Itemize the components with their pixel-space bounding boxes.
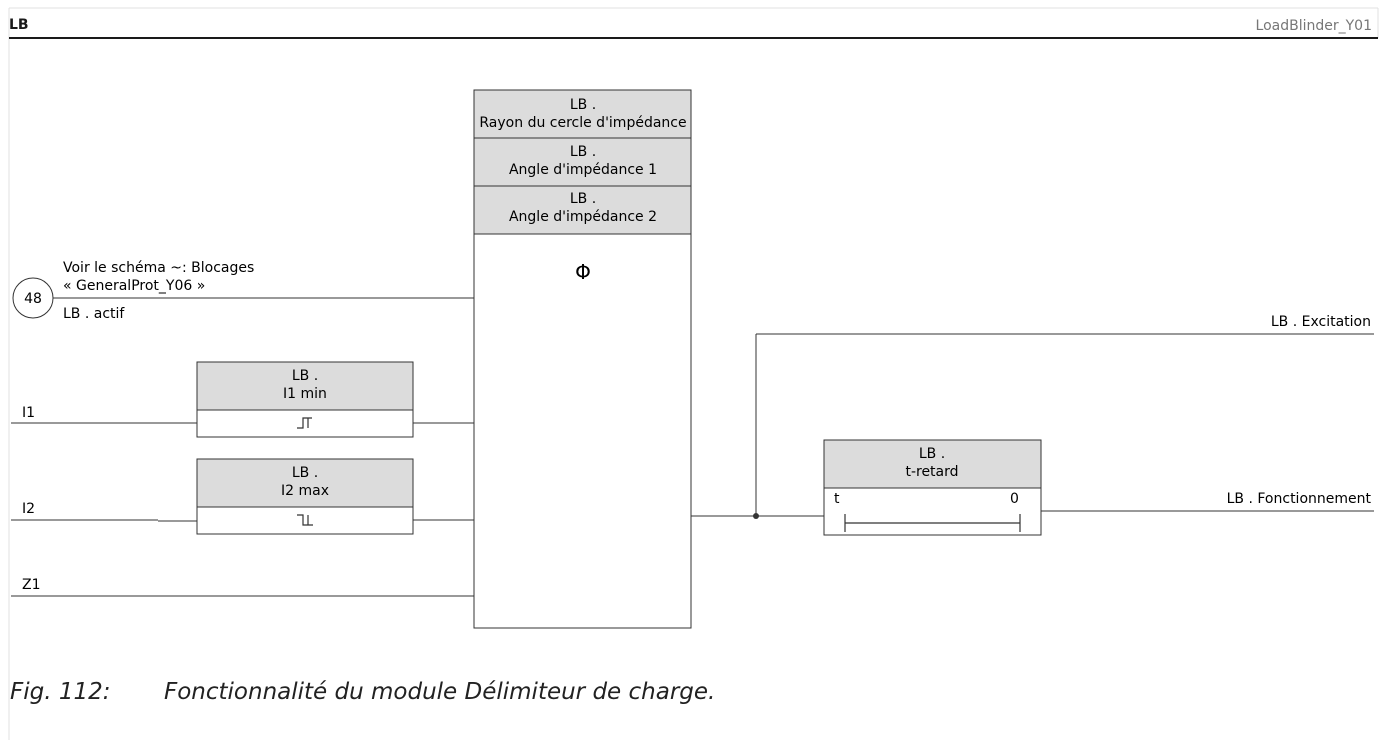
timer-line1: LB . [919, 446, 945, 462]
rising-threshold-icon [297, 417, 312, 429]
i1-min-param [196, 361, 414, 411]
timer-zero-label: 0 [1010, 491, 1019, 507]
fonctionnement-output-label: LB . Fonctionnement [1227, 491, 1372, 507]
phi-symbol: Φ [575, 260, 591, 284]
param-radius-line2: Rayon du cercle d'impédance [479, 115, 686, 131]
i1-min-block: LB . I1 min I1 [11, 361, 474, 438]
timer-t-label: t [834, 491, 840, 507]
reference-label-2: « GeneralProt_Y06 » [63, 278, 205, 294]
i1-input-label: I1 [22, 405, 35, 421]
logic-body [473, 233, 692, 629]
timer-body [823, 487, 1042, 536]
figure-caption-text: Fonctionnalité du module Délimiteur de c… [164, 679, 716, 705]
timer-param [823, 439, 1042, 489]
falling-threshold-icon [297, 514, 313, 526]
i2-max-comparator [196, 506, 414, 535]
i1-min-line2: I1 min [283, 386, 327, 402]
param-angle1-line2: Angle d'impédance 1 [509, 162, 657, 178]
t-retard-timer: LB . t-retard t 0 LB . Fonctionnement [823, 439, 1374, 536]
figure-caption: Fig. 112: Fonctionnalité du module Délimi… [10, 679, 715, 705]
i1-min-line1: LB . [292, 368, 318, 384]
excitation-output-label: LB . Excitation [1271, 314, 1371, 330]
i2-input-label: I2 [22, 501, 35, 517]
reference-number: 48 [24, 291, 42, 307]
reference-label-1: Voir le schéma ~: Blocages [63, 260, 254, 276]
block-reference-48: 48 Voir le schéma ~: Blocages « GeneralP… [12, 260, 474, 322]
param-cell-radius [473, 89, 692, 139]
i2-max-block: LB . I2 max I2 [11, 458, 474, 535]
i2-max-param [196, 458, 414, 508]
output-wiring: LB . Excitation [691, 314, 1374, 519]
junction-dot [753, 513, 759, 519]
param-cell-angle1 [473, 137, 692, 187]
param-radius-line1: LB . [570, 97, 596, 113]
param-angle2-line1: LB . [570, 191, 596, 207]
header-reference: LoadBlinder_Y01 [1255, 18, 1372, 34]
figure-number: Fig. 112: [10, 679, 111, 705]
header-title: LB [9, 17, 29, 33]
i2-max-line1: LB . [292, 465, 318, 481]
param-angle2-line2: Angle d'impédance 2 [509, 209, 657, 225]
param-angle1-line1: LB . [570, 144, 596, 160]
i2-max-line2: I2 max [281, 483, 329, 499]
z1-input: Z1 [11, 577, 474, 597]
delay-bar-icon [844, 514, 1021, 532]
i1-min-comparator [196, 409, 414, 438]
impedance-block: LB . Rayon du cercle d'impédance LB . An… [473, 89, 692, 629]
timer-line2: t-retard [905, 464, 958, 480]
z1-input-label: Z1 [22, 577, 41, 593]
actif-signal-label: LB . actif [63, 306, 125, 322]
